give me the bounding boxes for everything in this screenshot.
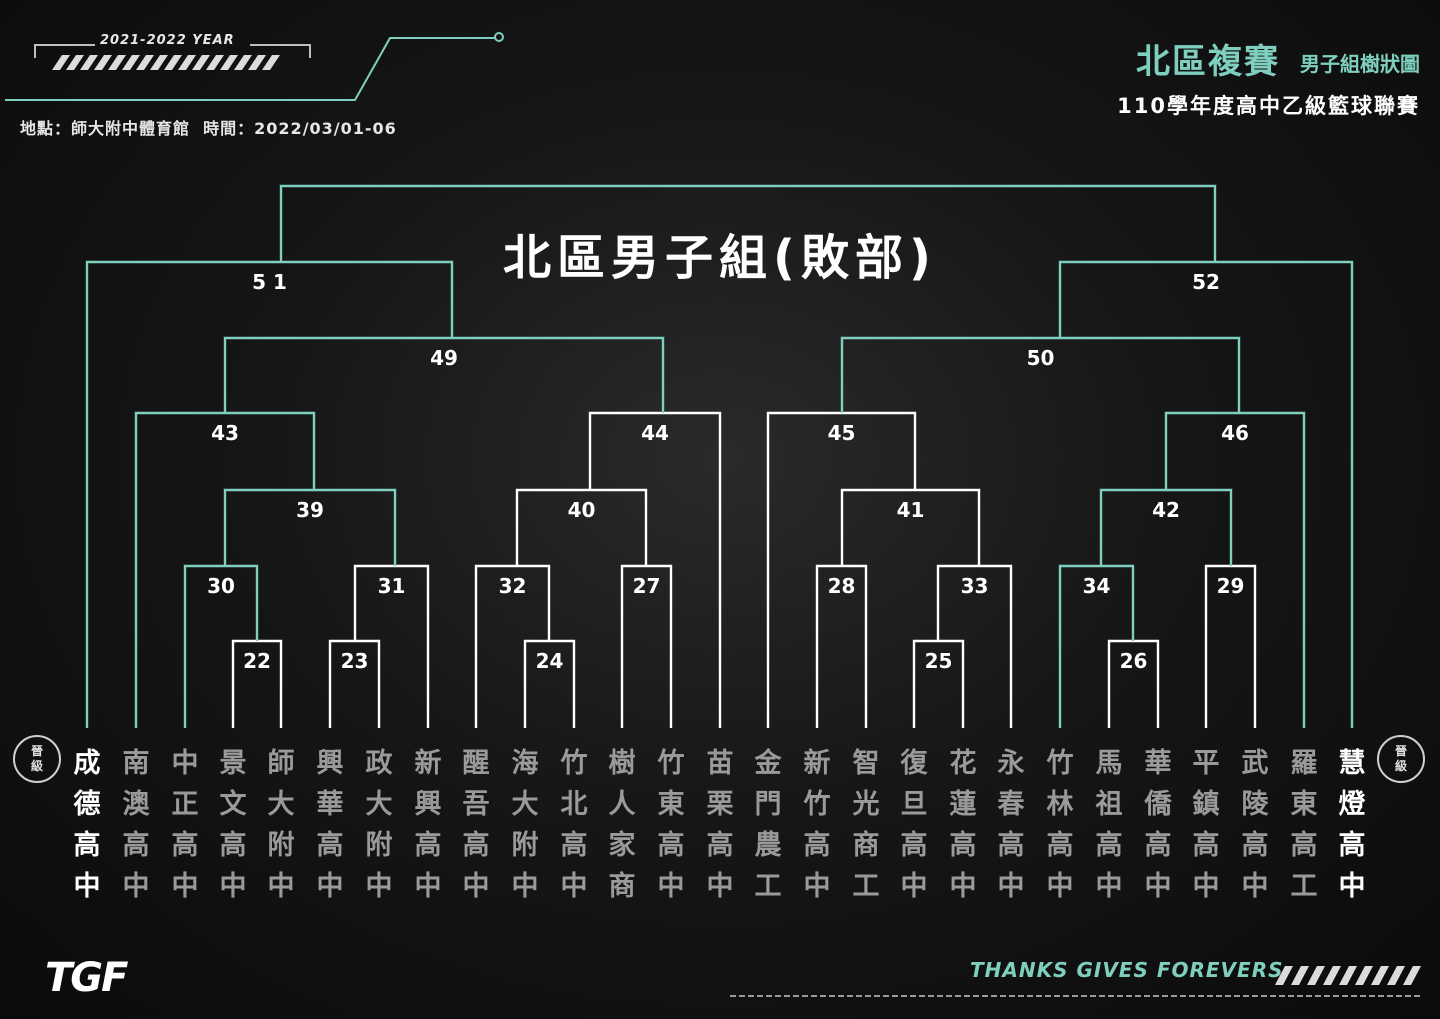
team-name: 新竹高中 (803, 748, 831, 902)
badge-right-char-1: 晉 (1394, 744, 1407, 758)
bracket-connector (223, 488, 397, 566)
bracket-connector (1058, 564, 1135, 728)
badge-left-char-1: 晉 (30, 744, 43, 758)
team-name: 竹林高中 (1046, 748, 1074, 902)
game-number: 49 (430, 346, 458, 370)
bracket-connector (840, 488, 981, 566)
team-name: 興華高中 (316, 748, 344, 902)
bracket-connector (936, 564, 1013, 728)
game-number: 43 (211, 421, 239, 445)
bracket-connector (85, 260, 454, 728)
game-number: 44 (641, 421, 669, 445)
final-connector (279, 184, 1217, 262)
team-name: 馬祖高中 (1095, 748, 1123, 902)
game-number: 42 (1152, 498, 1180, 522)
team-name: 政大附中 (365, 748, 393, 902)
game-number: 26 (1120, 649, 1148, 673)
venue-time: 地點：師大附中體育館 時間：2022/03/01-06 (20, 115, 397, 139)
advance-badge-left: 晉 級 (13, 735, 61, 783)
bracket-connector (766, 411, 917, 728)
game-number: 45 (828, 421, 856, 445)
bracket-connector (474, 564, 551, 728)
team-name: 武陵高中 (1241, 748, 1269, 902)
team-name: 智光商工 (852, 748, 880, 902)
team-name: 師大附中 (267, 748, 295, 902)
game-number: 39 (296, 498, 324, 522)
game-number: 32 (499, 574, 527, 598)
bracket-connector (353, 564, 430, 728)
game-number: 23 (341, 649, 369, 673)
time-label: 時間：2022/03/01-06 (203, 119, 397, 138)
team-name: 羅東高工 (1290, 748, 1318, 902)
advance-badge-right: 晉 級 (1377, 735, 1425, 783)
team-name: 平鎮高中 (1192, 748, 1220, 902)
bracket-connector (183, 564, 259, 728)
game-number: 24 (536, 649, 564, 673)
team-name: 竹北高中 (560, 748, 588, 902)
game-number: 28 (828, 574, 856, 598)
badge-left-char-2: 級 (30, 759, 43, 773)
game-number: 46 (1221, 421, 1249, 445)
bracket-title: 北區男子組(敗部) (503, 230, 937, 286)
game-number: 41 (897, 498, 925, 522)
team-name: 景文高中 (219, 748, 247, 902)
team-name: 金門農工 (754, 748, 782, 902)
game-number: 34 (1083, 574, 1111, 598)
game-number: 50 (1027, 346, 1055, 370)
page-subtitle: 男子組樹狀圖 (1300, 52, 1420, 76)
bracket-connector (840, 336, 1241, 413)
team-name: 永春高中 (997, 748, 1025, 902)
team-name: 竹東高中 (657, 748, 685, 902)
bracket-connector (588, 411, 722, 728)
team-name: 海大附中 (511, 748, 539, 902)
venue-label: 地點：師大附中體育館 (20, 119, 191, 138)
game-number: 31 (378, 574, 406, 598)
team-name: 新興高中 (414, 748, 442, 902)
team-name: 南澳高中 (122, 748, 150, 902)
year-label: 2021-2022 YEAR (100, 33, 235, 48)
badge-right-char-2: 級 (1394, 759, 1407, 773)
team-name: 苗栗高中 (706, 748, 734, 902)
bracket-connector (223, 336, 665, 413)
bracket-connector (515, 488, 648, 566)
brand-logo: TGF (45, 955, 128, 1001)
team-name: 花蓮高中 (949, 748, 977, 902)
bracket-connector (1164, 411, 1306, 728)
seeded-team-name: 成德高中 (73, 748, 101, 902)
team-name: 復旦高中 (900, 748, 928, 902)
team-name: 醒吾高中 (462, 748, 490, 902)
game-number: 25 (925, 649, 953, 673)
game-number: 52 (1192, 270, 1220, 294)
game-number: 30 (207, 574, 235, 598)
seeded-team-name: 慧燈高中 (1338, 748, 1366, 902)
team-name: 華僑高中 (1144, 748, 1172, 902)
game-number: 33 (961, 574, 989, 598)
game-number: 27 (633, 574, 661, 598)
thanks-slogan: THANKS GIVES FOREVERS (970, 958, 1284, 982)
game-number: 40 (568, 498, 596, 522)
page-title: 北區複賽 (1136, 42, 1280, 82)
team-name: 樹人家商 (608, 748, 636, 902)
game-number: 5 1 (252, 270, 287, 294)
game-number: 22 (243, 649, 271, 673)
bracket-connector (1058, 260, 1354, 728)
team-name: 中正高中 (171, 748, 199, 902)
bracket-connector (134, 411, 316, 728)
game-number: 29 (1217, 574, 1245, 598)
league-title: 110學年度高中乙級籃球聯賽 (1117, 94, 1420, 118)
